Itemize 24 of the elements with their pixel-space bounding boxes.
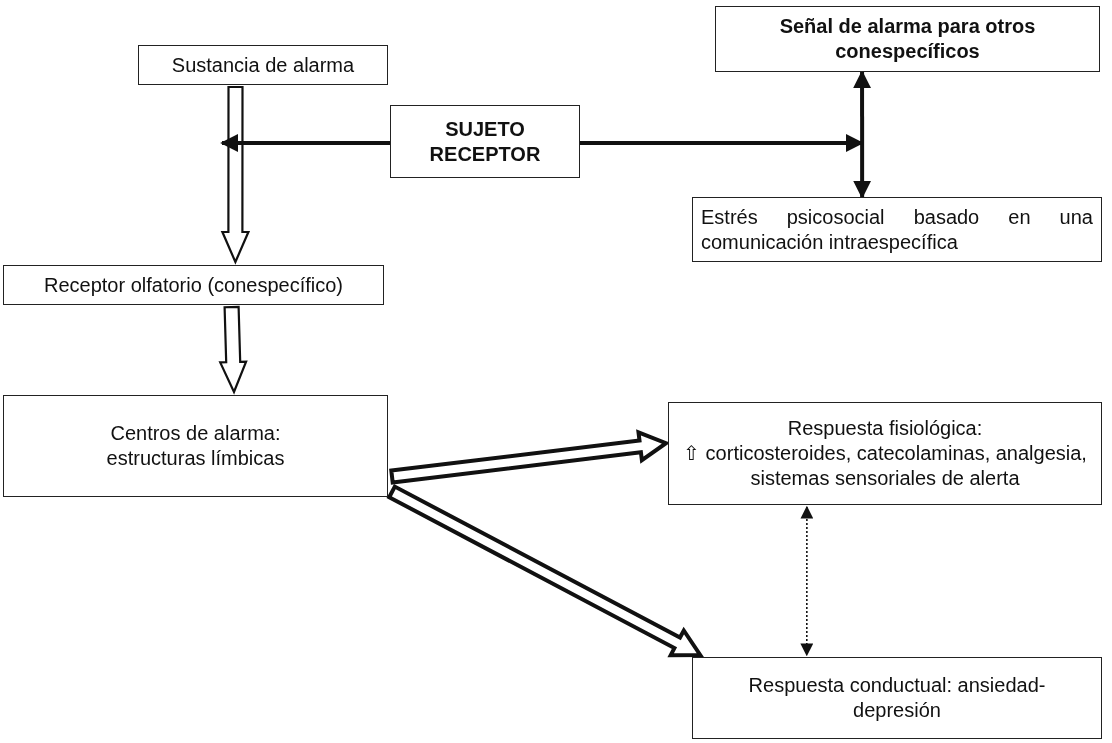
process-box [668,402,1102,505]
box-text: SUJETO RECEPTOR [428,116,542,167]
box-heading: Respuesta fisiológica: [787,416,983,441]
arrow [853,70,872,199]
process-box [692,197,1102,262]
box-text: Señal de alarma para otros conespecíficos [778,14,1037,64]
box-text: Sustancia de alarma [171,52,355,78]
box-text: Respuesta conductual: ansiedad-depresión [747,673,1047,723]
box-body: ⇧ corticosteroides, catecolaminas, analgesia, sistemas sensoriales de alerta [683,441,1087,491]
block-arrow [218,305,248,395]
process-box [3,395,388,497]
box-text: Estrés psicosocial basado en una comunicación intraespecífica [701,204,1093,255]
process-box [390,105,580,178]
block-arrow [389,429,671,485]
process-box [692,657,1102,739]
process-box [715,6,1100,72]
box-text: Receptor olfatorio (conespecífico) [43,272,343,298]
arrow [220,134,390,152]
box-text: Centros de alarma: estructuras límbicas [105,421,286,471]
arrow [800,505,814,657]
block-arrow [386,483,704,658]
block-arrow [220,85,251,265]
process-box [3,265,384,305]
process-box [138,45,388,85]
